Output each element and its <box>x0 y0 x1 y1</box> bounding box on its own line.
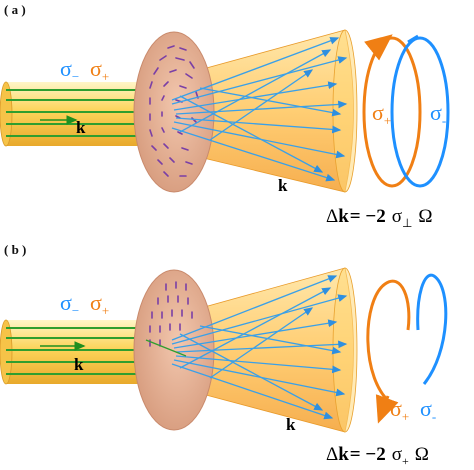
panel-b-orange-helix <box>366 279 411 424</box>
panel-b-sigma-minus-label: σ− <box>60 290 79 318</box>
panel-a-sigma-minus-label: σ− <box>60 56 79 84</box>
panel-a-orange-loop <box>362 34 422 188</box>
panel-b: ( b ) k σ− σ+ <box>0 242 448 468</box>
panel-b-input-beam <box>0 319 150 385</box>
panel-b-label: ( b ) <box>4 242 26 257</box>
panel-b-rays <box>171 275 348 420</box>
panel-a-label: ( a ) <box>4 2 26 17</box>
panel-a-k-in-label: k <box>76 118 86 137</box>
panel-b-refracted-line <box>145 339 187 357</box>
panel-a-input-beam <box>0 81 150 147</box>
panel-a-k-out-label: k <box>278 176 288 195</box>
panel-a-loop-sigma-plus-label: σ+ <box>372 100 391 128</box>
panel-a: ( a ) k σ− σ+ <box>0 2 450 230</box>
panel-b-k-out-label: k <box>286 415 296 434</box>
panel-a-loop-sigma-minus-label: σ- <box>430 100 446 128</box>
panel-a-rays <box>171 37 348 182</box>
panel-b-loop-sigma-plus-label: σ+ <box>390 396 409 424</box>
panel-b-sigma-plus-label: σ+ <box>90 290 109 318</box>
panel-b-k-in-label: k <box>74 355 84 374</box>
panel-b-q-plate <box>133 269 215 431</box>
panel-a-sigma-plus-label: σ+ <box>90 56 109 84</box>
panel-b-blue-helix <box>416 273 448 385</box>
panel-a-blue-loop <box>390 34 450 188</box>
panel-b-loop-sigma-minus-label: σ- <box>420 396 436 424</box>
